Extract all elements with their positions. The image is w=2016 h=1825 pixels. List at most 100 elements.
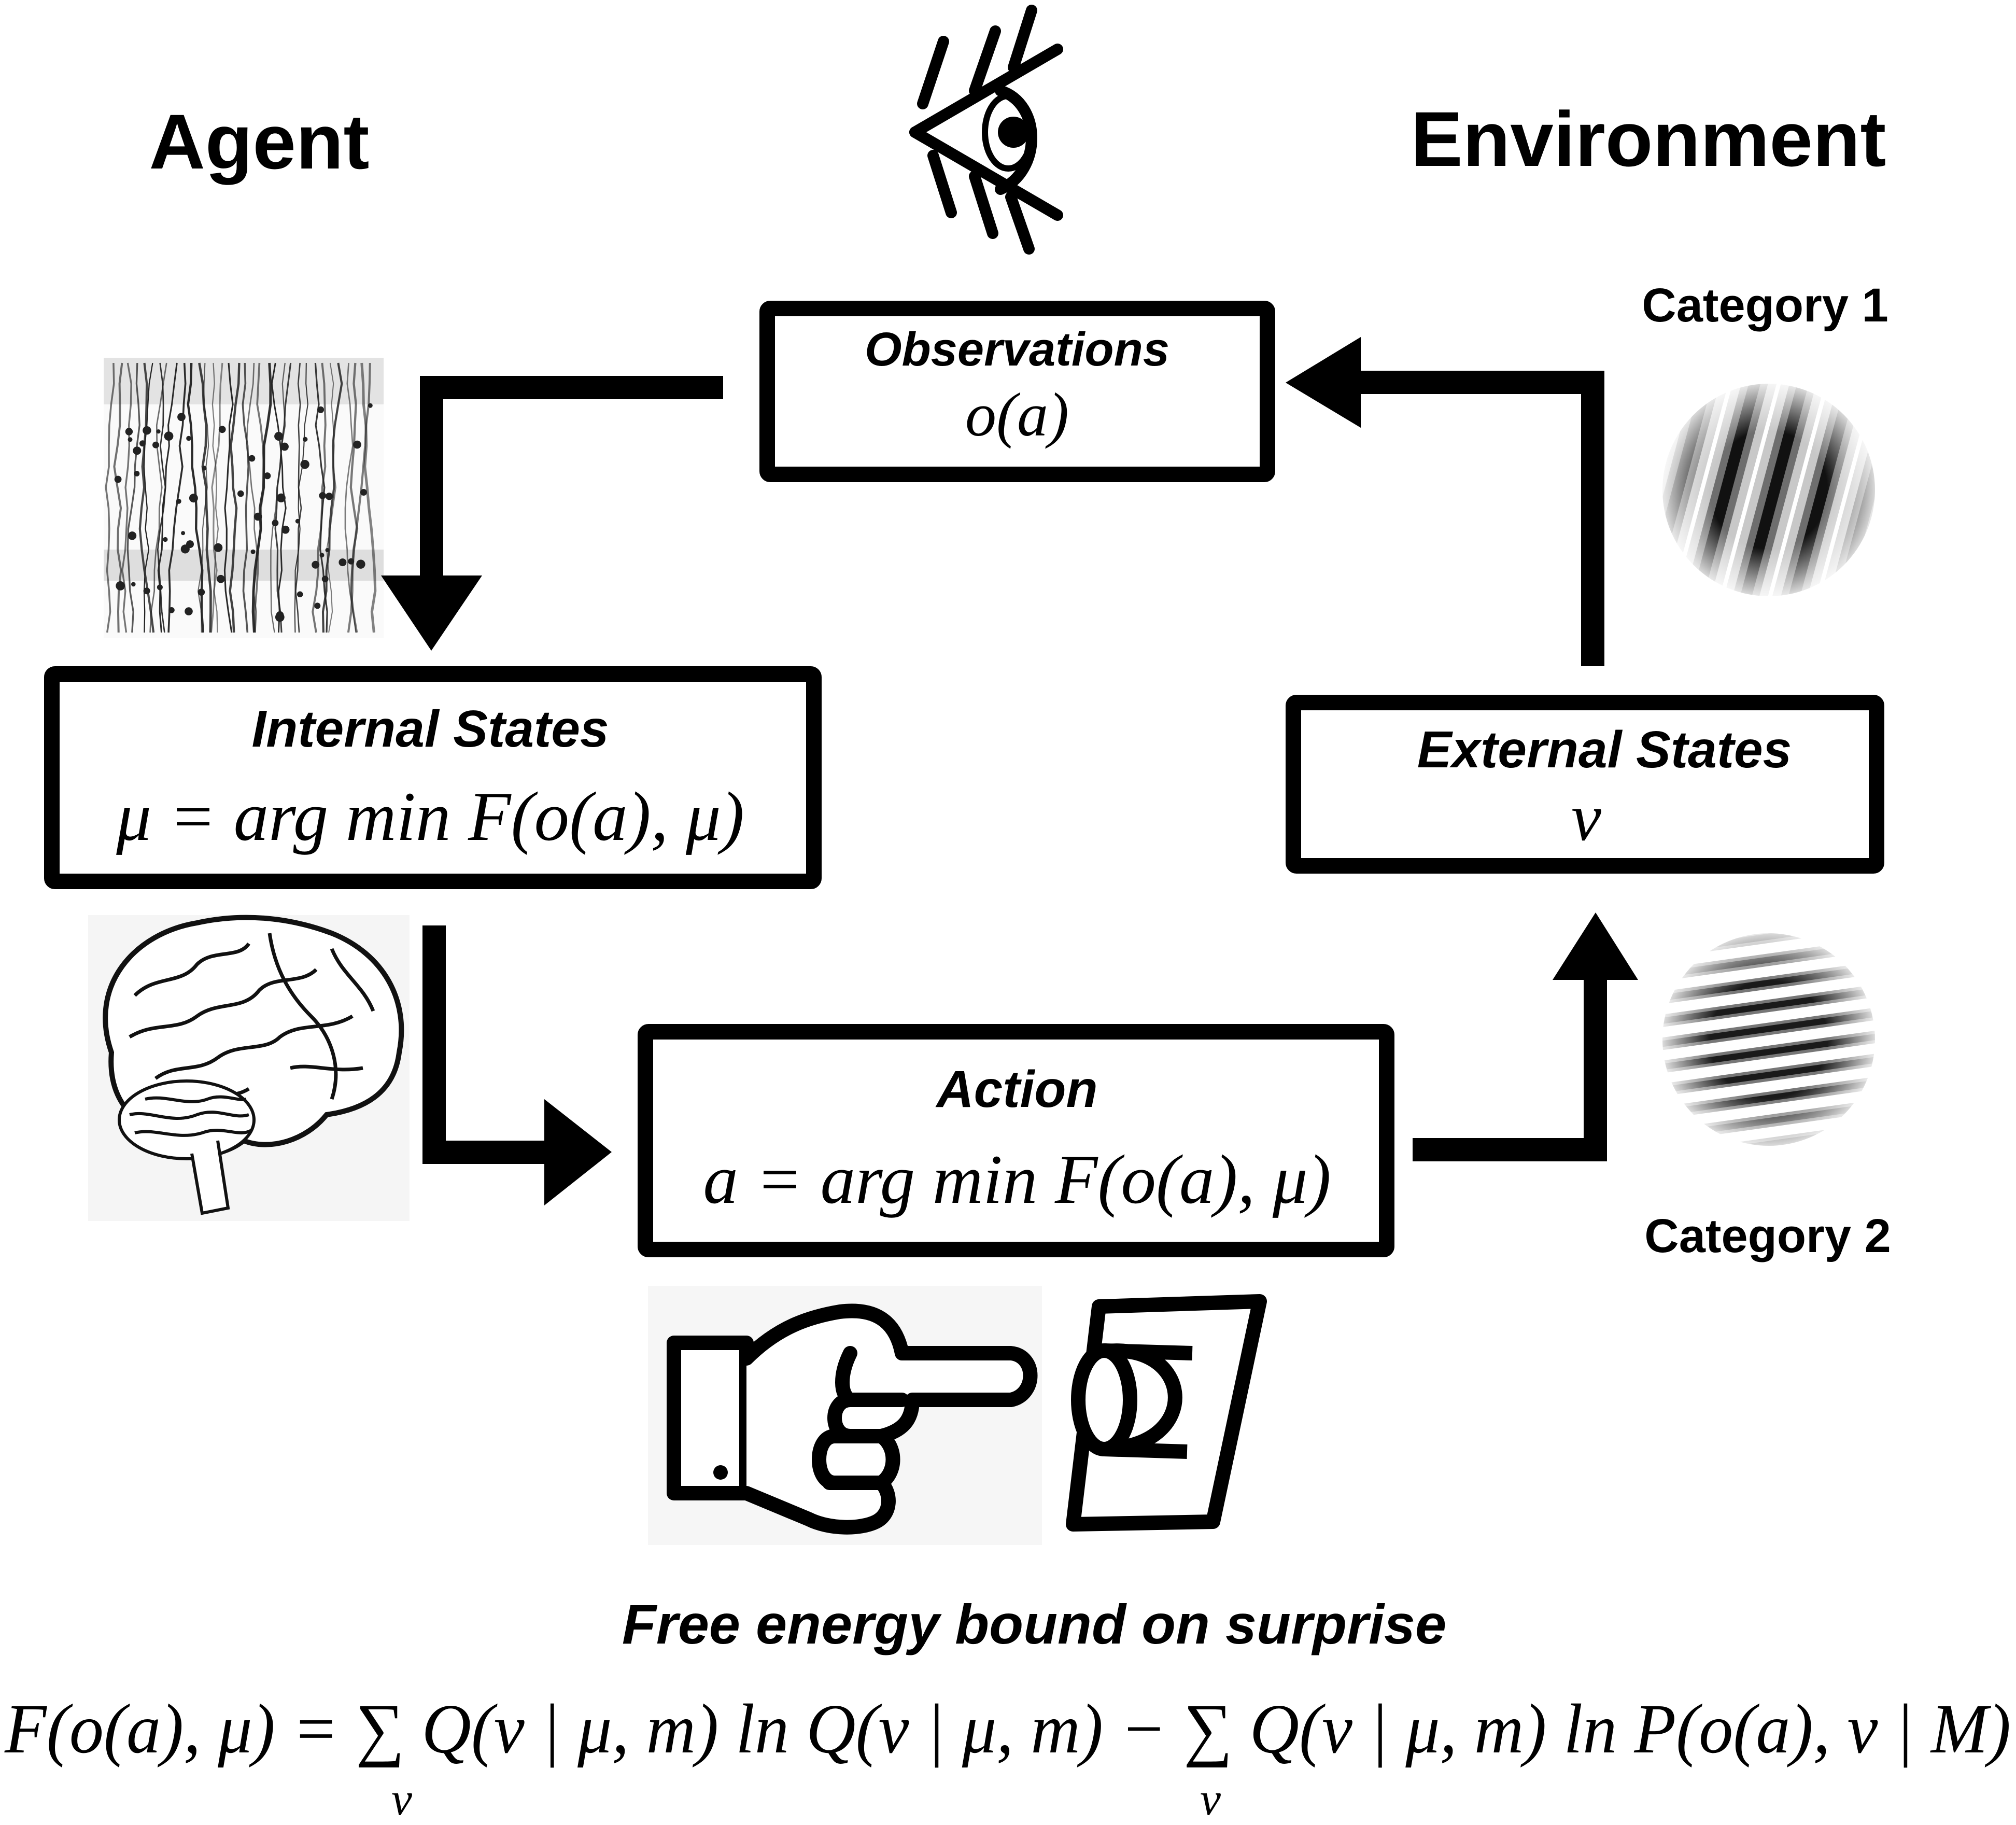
neuron-dendrite [229, 362, 241, 633]
neuron-soma [348, 558, 355, 565]
sum-index-2: ν [1200, 1774, 1221, 1825]
action-box: Action a = arg min F(o(a), μ) [638, 1024, 1394, 1257]
neuron-dendrite [349, 362, 359, 633]
neuron-soma [314, 602, 321, 609]
neuron-soma [185, 607, 193, 615]
horizontal-grating-icon [1662, 933, 1876, 1146]
neuron-soma [168, 607, 175, 613]
neuron-soma [143, 587, 150, 595]
neuron-soma [156, 429, 161, 434]
neuron-dendrite [198, 362, 209, 633]
neuron-soma [133, 446, 142, 455]
neuron-soma [295, 518, 300, 524]
neuron-soma [325, 548, 330, 552]
observations-formula: o(a) [965, 380, 1069, 449]
neuron-soma [368, 403, 373, 408]
neuron-dendrite [347, 362, 371, 633]
neuron-soma [164, 431, 174, 441]
neuron-soma [198, 588, 205, 596]
neuron-soma [139, 440, 146, 447]
neuron-soma [280, 442, 289, 451]
neuron-soma [356, 559, 365, 569]
neuron-soma [319, 492, 326, 499]
neuron-soma [360, 489, 367, 496]
neuron-soma [248, 455, 256, 462]
pointing-hand-icon [648, 1286, 1042, 1545]
button-icon [1066, 1294, 1267, 1532]
sum-index-1: ν [391, 1774, 412, 1825]
brain-icon [88, 915, 410, 1221]
neuron-soma [114, 475, 122, 483]
external-states-formula: ν [1571, 780, 1601, 855]
neuron-soma [274, 432, 284, 441]
neuron-soma [253, 512, 262, 521]
category-1-label: Category 1 [1642, 279, 1888, 332]
neuron-soma [303, 437, 308, 442]
neuron-soma [157, 584, 163, 591]
arrow-observations-to-internal [381, 376, 723, 651]
internal-states-box: Internal States μ = arg min F(o(a), μ) [44, 666, 822, 889]
action-formula: a = arg min F(o(a), μ) [703, 1141, 1331, 1218]
arrow-action-to-external [1413, 912, 1638, 1161]
neuron-soma [116, 581, 125, 591]
oblique-grating-icon [1662, 383, 1876, 597]
neuron-dendrite [223, 362, 234, 633]
neuron-dendrite [210, 362, 223, 633]
neuron-dendrite [326, 362, 336, 633]
neuron-soma [321, 575, 329, 583]
neuron-soma [134, 471, 140, 476]
neuron-soma [202, 466, 207, 471]
neuron-dendrite [294, 362, 308, 633]
neuron-dendrite [126, 362, 140, 633]
neuron-soma [186, 436, 191, 441]
neuron-soma [152, 441, 159, 448]
neuron-soma [131, 582, 136, 587]
action-title: Action [935, 1060, 1097, 1118]
free-energy-equation: F(o(a), μ) = ∑ Q(ν | μ, m) ln Q(ν | μ, m… [4, 1690, 2011, 1768]
neuron-soma [181, 531, 186, 536]
external-states-box: External States ν [1286, 695, 1884, 874]
flow-arrows [381, 337, 1638, 1205]
neuron-dendrite [143, 362, 153, 633]
neuron-soma [217, 574, 225, 583]
neuron-soma [353, 440, 361, 449]
neuron-dendrite [295, 362, 302, 633]
neuron-dendrite [360, 362, 377, 633]
neuron-soma [300, 460, 309, 469]
agent-heading: Agent [149, 98, 370, 185]
neuron-soma [272, 520, 279, 527]
observations-box: Observations o(a) [759, 301, 1275, 482]
neuron-soma [276, 611, 284, 619]
neuron-soma [143, 426, 151, 435]
neuron-soma [128, 437, 133, 442]
environment-heading: Environment [1411, 95, 1886, 182]
arrow-external-to-observations [1286, 337, 1604, 666]
free-energy-title: Free energy bound on surprise [622, 1593, 1446, 1655]
neuron-soma [128, 531, 137, 540]
neuron-soma [189, 494, 198, 503]
neuron-soma [163, 537, 168, 542]
neuron-soma [319, 553, 325, 558]
neuron-dendrite [121, 362, 132, 633]
neuron-dendrite [251, 362, 272, 633]
neuron-soma [177, 413, 186, 422]
neuron-soma [317, 406, 325, 413]
neuron-soma [125, 428, 133, 436]
internal-states-title: Internal States [251, 700, 609, 758]
neuron-soma [214, 543, 223, 552]
observations-title: Observations [865, 323, 1169, 376]
neuron-soma [276, 493, 286, 503]
arrow-internal-to-action [422, 925, 612, 1205]
neuron-dendrite [242, 362, 250, 633]
internal-states-formula: μ = arg min F(o(a), μ) [116, 778, 744, 855]
neuron-soma [339, 558, 347, 567]
external-states-title: External States [1417, 721, 1792, 779]
neuron-soma [281, 525, 290, 534]
neuron-soma [237, 490, 244, 497]
neuron-soma [264, 472, 271, 480]
neuron-dendrite [167, 362, 187, 633]
cortical-neurons-icon [104, 358, 384, 638]
neuron-dendrite [149, 362, 167, 633]
